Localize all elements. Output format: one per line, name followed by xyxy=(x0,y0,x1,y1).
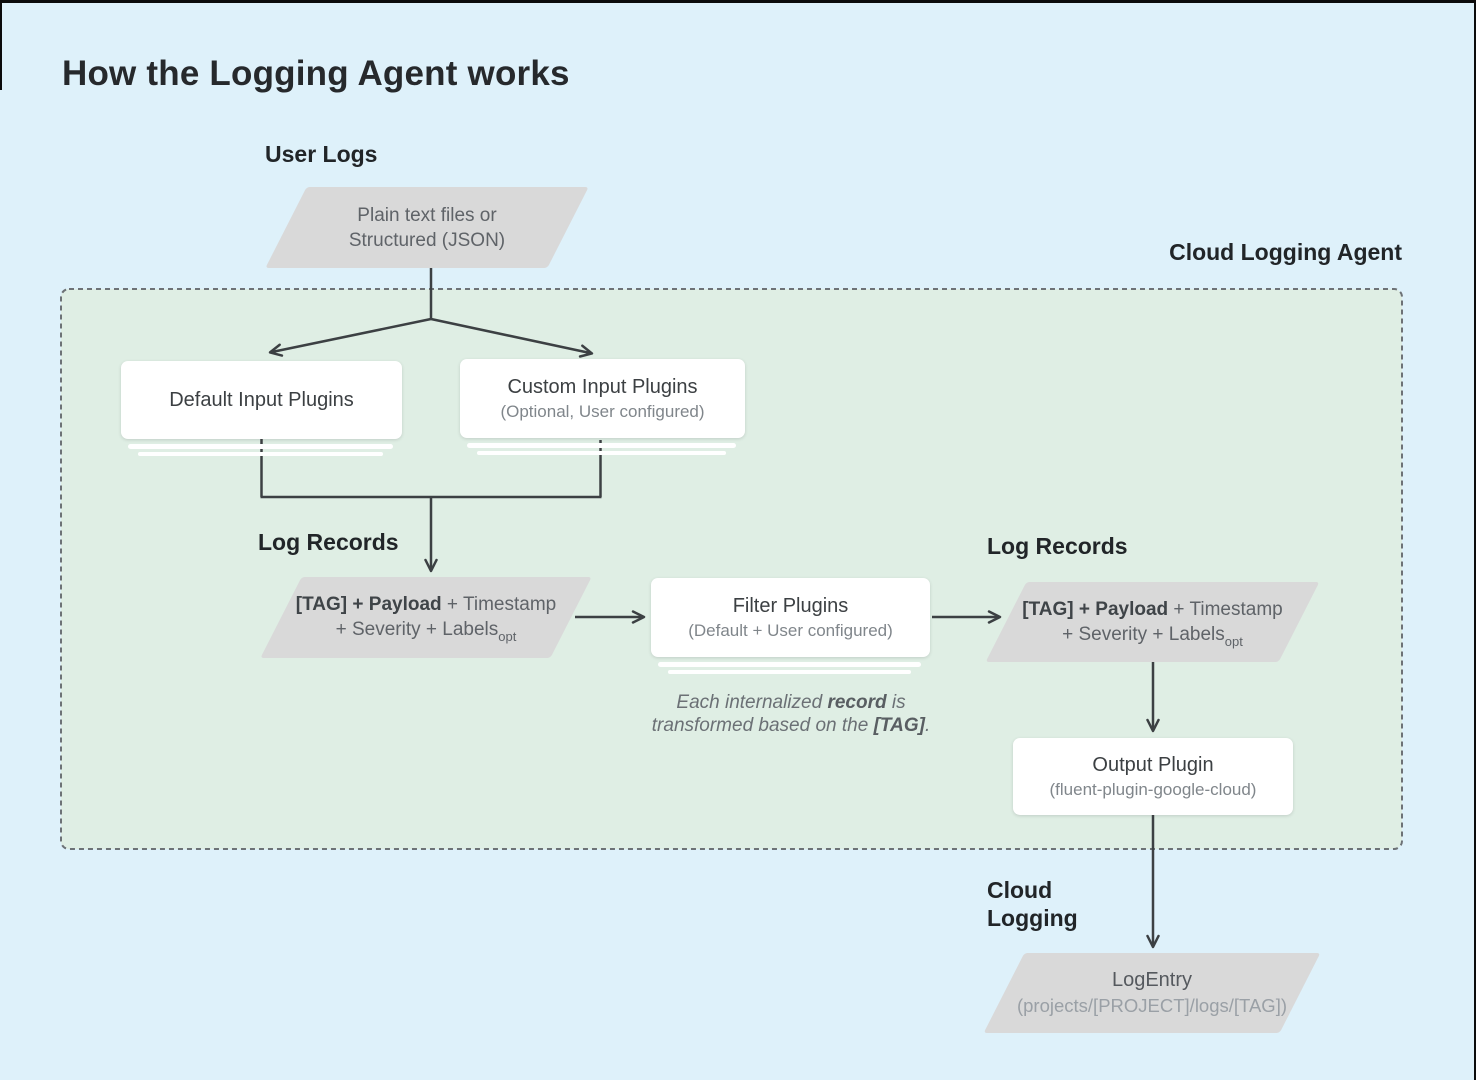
log-record-left-line2: + Severity + Labels xyxy=(335,619,499,640)
custom-input-plugins-node: Custom Input Plugins (Optional, User con… xyxy=(460,359,745,455)
user-logs-node: Plain text files or Structured (JSON) xyxy=(265,187,589,268)
logentry-title: LogEntry xyxy=(1111,969,1193,991)
filter-note-bold2: [TAG] xyxy=(873,715,925,736)
paper-stack-line xyxy=(128,444,393,449)
cloud-logging-agent-label: Cloud Logging Agent xyxy=(1169,239,1402,265)
output-plugin-node: Output Plugin (fluent-plugin-google-clou… xyxy=(1013,738,1293,815)
arrow-to-default-input xyxy=(268,317,432,357)
user-logs-node-line2: Structured (JSON) xyxy=(348,229,506,251)
filter-plugins-node: Filter Plugins (Default + User configure… xyxy=(651,578,930,674)
cloud-logging-label-line1: Cloud xyxy=(987,877,1053,903)
default-input-plugins-title: Default Input Plugins xyxy=(169,389,354,411)
filter-note: Each internalized record is transformed … xyxy=(641,691,941,737)
log-record-right-subscript: opt xyxy=(1224,633,1243,649)
logentry-node: LogEntry (projects/[PROJECT]/logs/[TAG]) xyxy=(983,953,1321,1033)
logentry-subtitle: (projects/[PROJECT]/logs/[TAG]) xyxy=(1016,995,1287,1016)
log-record-right-line2: + Severity + Labels xyxy=(1062,623,1225,645)
screenshot-right-edge xyxy=(1474,0,1476,1080)
screenshot-left-edge xyxy=(0,0,2,90)
output-plugin-subtitle: (fluent-plugin-google-cloud) xyxy=(1049,780,1257,799)
cloud-logging-label: Cloud Logging xyxy=(987,876,1078,932)
paper-stack-line xyxy=(467,443,736,448)
log-record-left-node: [TAG] + Payload + Timestamp + Severity +… xyxy=(260,577,592,658)
custom-input-plugins-title: Custom Input Plugins xyxy=(507,376,698,398)
filter-plugins-subtitle: (Default + User configured) xyxy=(688,621,893,640)
paper-stack-line xyxy=(477,450,726,455)
screenshot-top-edge xyxy=(0,0,1476,3)
filter-plugins-title: Filter Plugins xyxy=(732,595,849,617)
filter-note-part2: is transformed based on the xyxy=(651,692,906,736)
default-input-plugins-node: Default Input Plugins xyxy=(121,361,402,456)
paper-stack-line xyxy=(668,669,911,674)
log-records-right-label: Log Records xyxy=(987,533,1128,559)
log-record-left-subscript: opt xyxy=(498,629,517,644)
log-record-right-bold: [TAG] + Payload xyxy=(1022,598,1169,620)
filter-note-bold1: record xyxy=(827,692,887,713)
filter-note-part1: Each internalized xyxy=(676,692,828,713)
user-logs-node-line1: Plain text files or xyxy=(357,204,497,226)
log-record-left-bold: [TAG] + Payload xyxy=(295,594,442,615)
output-plugin-title: Output Plugin xyxy=(1092,754,1214,776)
page-title: How the Logging Agent works xyxy=(62,54,570,93)
arrow-to-custom-input xyxy=(430,317,594,358)
log-record-left-rest: + Timestamp xyxy=(441,594,557,615)
cloud-logging-label-line2: Logging xyxy=(987,905,1078,931)
custom-input-plugins-subtitle: (Optional, User configured) xyxy=(500,402,705,421)
paper-stack-line xyxy=(138,451,383,456)
log-record-right-node: [TAG] + Payload + Timestamp + Severity +… xyxy=(985,582,1320,662)
filter-note-part3: . xyxy=(924,715,931,736)
user-logs-label: User Logs xyxy=(265,141,378,167)
log-record-right-rest: + Timestamp xyxy=(1168,598,1283,620)
log-records-left-label: Log Records xyxy=(258,529,399,555)
paper-stack-line xyxy=(658,662,921,667)
